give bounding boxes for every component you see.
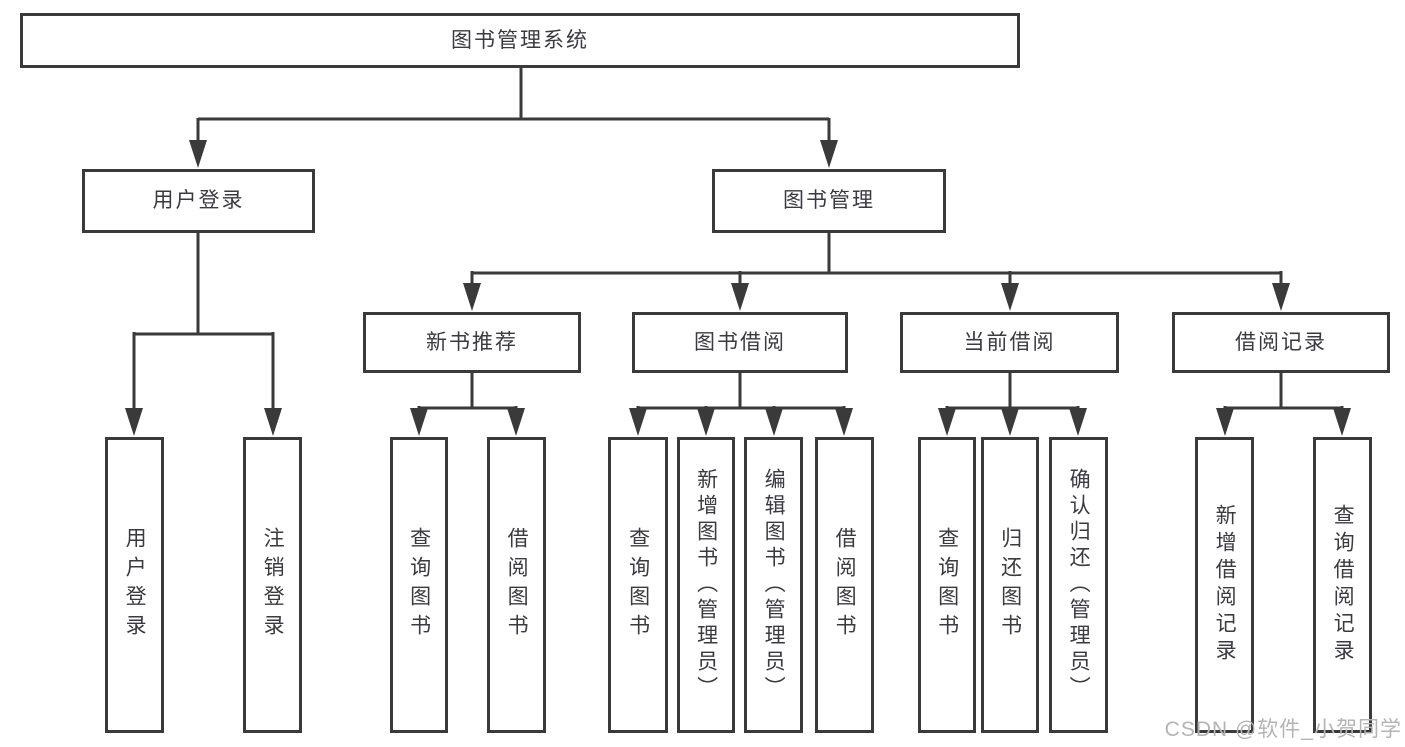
node-borrowing-records-label: 借阅记录	[1235, 330, 1327, 354]
leaf-return-books-label: 归还图书	[998, 527, 1022, 643]
node-book-management: 图书管理	[712, 169, 946, 233]
node-book-borrowing-label: 图书借阅	[694, 330, 786, 354]
node-user-login: 用户登录	[82, 169, 315, 233]
leaf-confirm-return-admin-label: 确认归还（管理员）	[1067, 468, 1091, 702]
leaf-edit-books-admin-label: 编辑图书（管理员）	[762, 468, 786, 702]
leaf-user-login: 用户登录	[105, 437, 164, 733]
csdn-watermark: CSDN @软件_小贺同学	[1164, 718, 1402, 741]
node-user-login-label: 用户登录	[152, 189, 245, 213]
node-current-borrowing-label: 当前借阅	[963, 330, 1056, 354]
leaf-add-books-admin: 新增图书（管理员）	[677, 437, 735, 733]
leaf-confirm-return-admin: 确认归还（管理员）	[1049, 437, 1108, 733]
leaf-add-books-admin-label: 新增图书（管理员）	[694, 468, 718, 702]
leaf-user-login-label: 用户登录	[123, 527, 147, 643]
leaf-edit-books-admin: 编辑图书（管理员）	[744, 437, 803, 733]
node-new-book-recommend-label: 新书推荐	[426, 330, 518, 354]
leaf-query-books-current: 查询图书	[918, 437, 976, 733]
leaf-query-books-recommend-label: 查询图书	[407, 527, 431, 643]
leaf-query-books-recommend: 查询图书	[390, 437, 448, 733]
node-borrowing-records: 借阅记录	[1172, 312, 1390, 373]
leaf-query-borrow-record-label: 查询借阅记录	[1331, 504, 1355, 666]
leaf-borrow-books-recommend-label: 借阅图书	[505, 527, 529, 643]
node-root-system: 图书管理系统	[20, 13, 1020, 68]
node-book-management-label: 图书管理	[783, 189, 875, 213]
leaf-query-books-borrowing: 查询图书	[608, 437, 668, 733]
leaf-logout: 注销登录	[243, 437, 302, 733]
leaf-add-borrow-record-label: 新增借阅记录	[1213, 504, 1237, 666]
leaf-add-borrow-record: 新增借阅记录	[1195, 437, 1254, 733]
node-current-borrowing: 当前借阅	[900, 312, 1119, 373]
leaf-borrow-books-label: 借阅图书	[833, 527, 857, 643]
leaf-borrow-books: 借阅图书	[815, 437, 874, 733]
leaf-logout-label: 注销登录	[261, 527, 285, 643]
leaf-query-books-current-label: 查询图书	[935, 527, 959, 643]
leaf-return-books: 归还图书	[981, 437, 1039, 733]
node-new-book-recommend: 新书推荐	[363, 312, 581, 373]
leaf-query-books-borrowing-label: 查询图书	[626, 527, 650, 643]
node-root-label: 图书管理系统	[451, 28, 589, 52]
leaf-query-borrow-record: 查询借阅记录	[1313, 437, 1372, 733]
leaf-borrow-books-recommend: 借阅图书	[487, 437, 546, 733]
node-book-borrowing: 图书借阅	[632, 312, 848, 373]
